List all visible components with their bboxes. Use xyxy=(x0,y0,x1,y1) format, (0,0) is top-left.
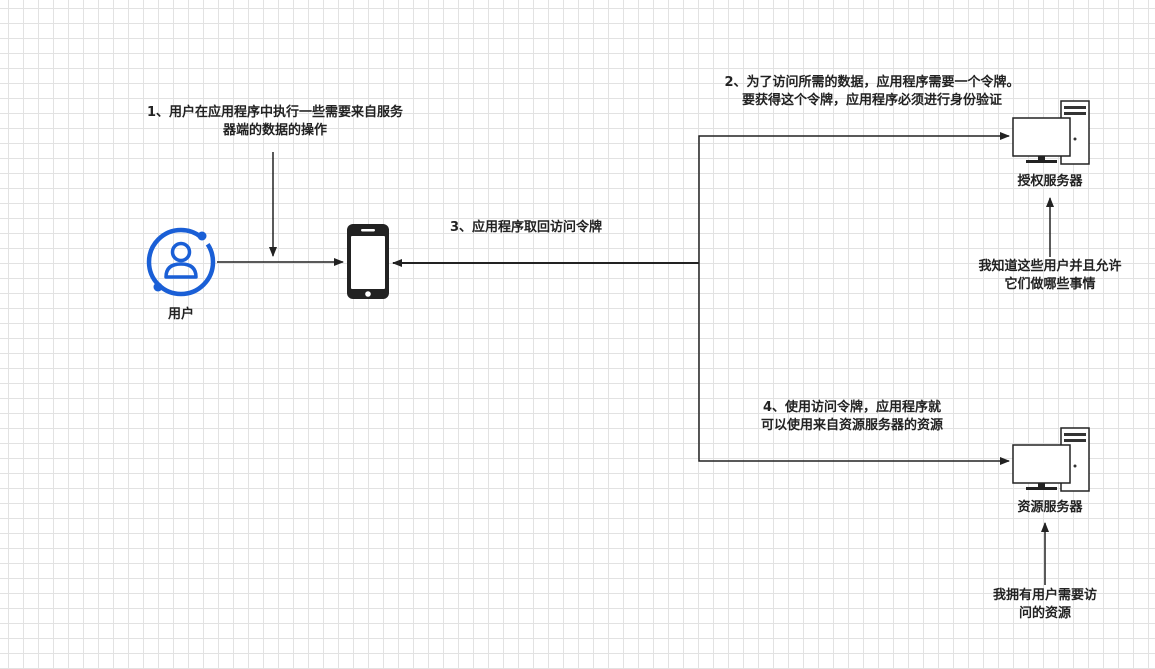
step4-line1: 4、使用访问令牌，应用程序就 xyxy=(762,400,942,415)
auth-server-label: 授权服务器 xyxy=(1017,174,1083,189)
auth-note-line2: 它们做哪些事情 xyxy=(1004,277,1096,292)
resource-server-label: 资源服务器 xyxy=(1017,500,1083,515)
phone-icon xyxy=(347,224,389,299)
resource-server-icon xyxy=(1012,427,1090,492)
user-icon xyxy=(146,227,216,297)
step3-line1: 3、应用程序取回访问令牌 xyxy=(450,220,603,235)
arrow-to-auth-server xyxy=(698,132,1010,263)
step2-line2: 要获得这个令牌，应用程序必须进行身份验证 xyxy=(741,93,1002,108)
user-label: 用户 xyxy=(167,307,194,322)
step1-line1: 1、用户在应用程序中执行一些需要来自服务 xyxy=(146,105,404,120)
step2-line1: 2、为了访问所需的数据，应用程序需要一个令牌。 xyxy=(724,75,1020,90)
auth-server-icon xyxy=(1012,100,1090,165)
resource-note-label: 我拥有用户需要访 问的资源 xyxy=(975,587,1115,623)
step1-label: 1、用户在应用程序中执行一些需要来自服务 器端的数据的操作 xyxy=(110,104,440,140)
auth-note-line1: 我知道这些用户并且允许 xyxy=(978,259,1122,274)
step4-label: 4、使用访问令牌，应用程序就 可以使用来自资源服务器的资源 xyxy=(722,399,982,435)
auth-note-label: 我知道这些用户并且允许 它们做哪些事情 xyxy=(955,258,1145,294)
step3-label: 3、应用程序取回访问令牌 xyxy=(450,219,602,237)
step4-line2: 可以使用来自资源服务器的资源 xyxy=(760,418,943,433)
step1-line2: 器端的数据的操作 xyxy=(222,123,327,138)
step2-label: 2、为了访问所需的数据，应用程序需要一个令牌。 要获得这个令牌，应用程序必须进行… xyxy=(682,74,1062,110)
resource-note-line2: 问的资源 xyxy=(1018,606,1071,621)
arrow-to-resource-server xyxy=(698,263,1010,465)
resource-note-line1: 我拥有用户需要访 xyxy=(992,588,1097,603)
